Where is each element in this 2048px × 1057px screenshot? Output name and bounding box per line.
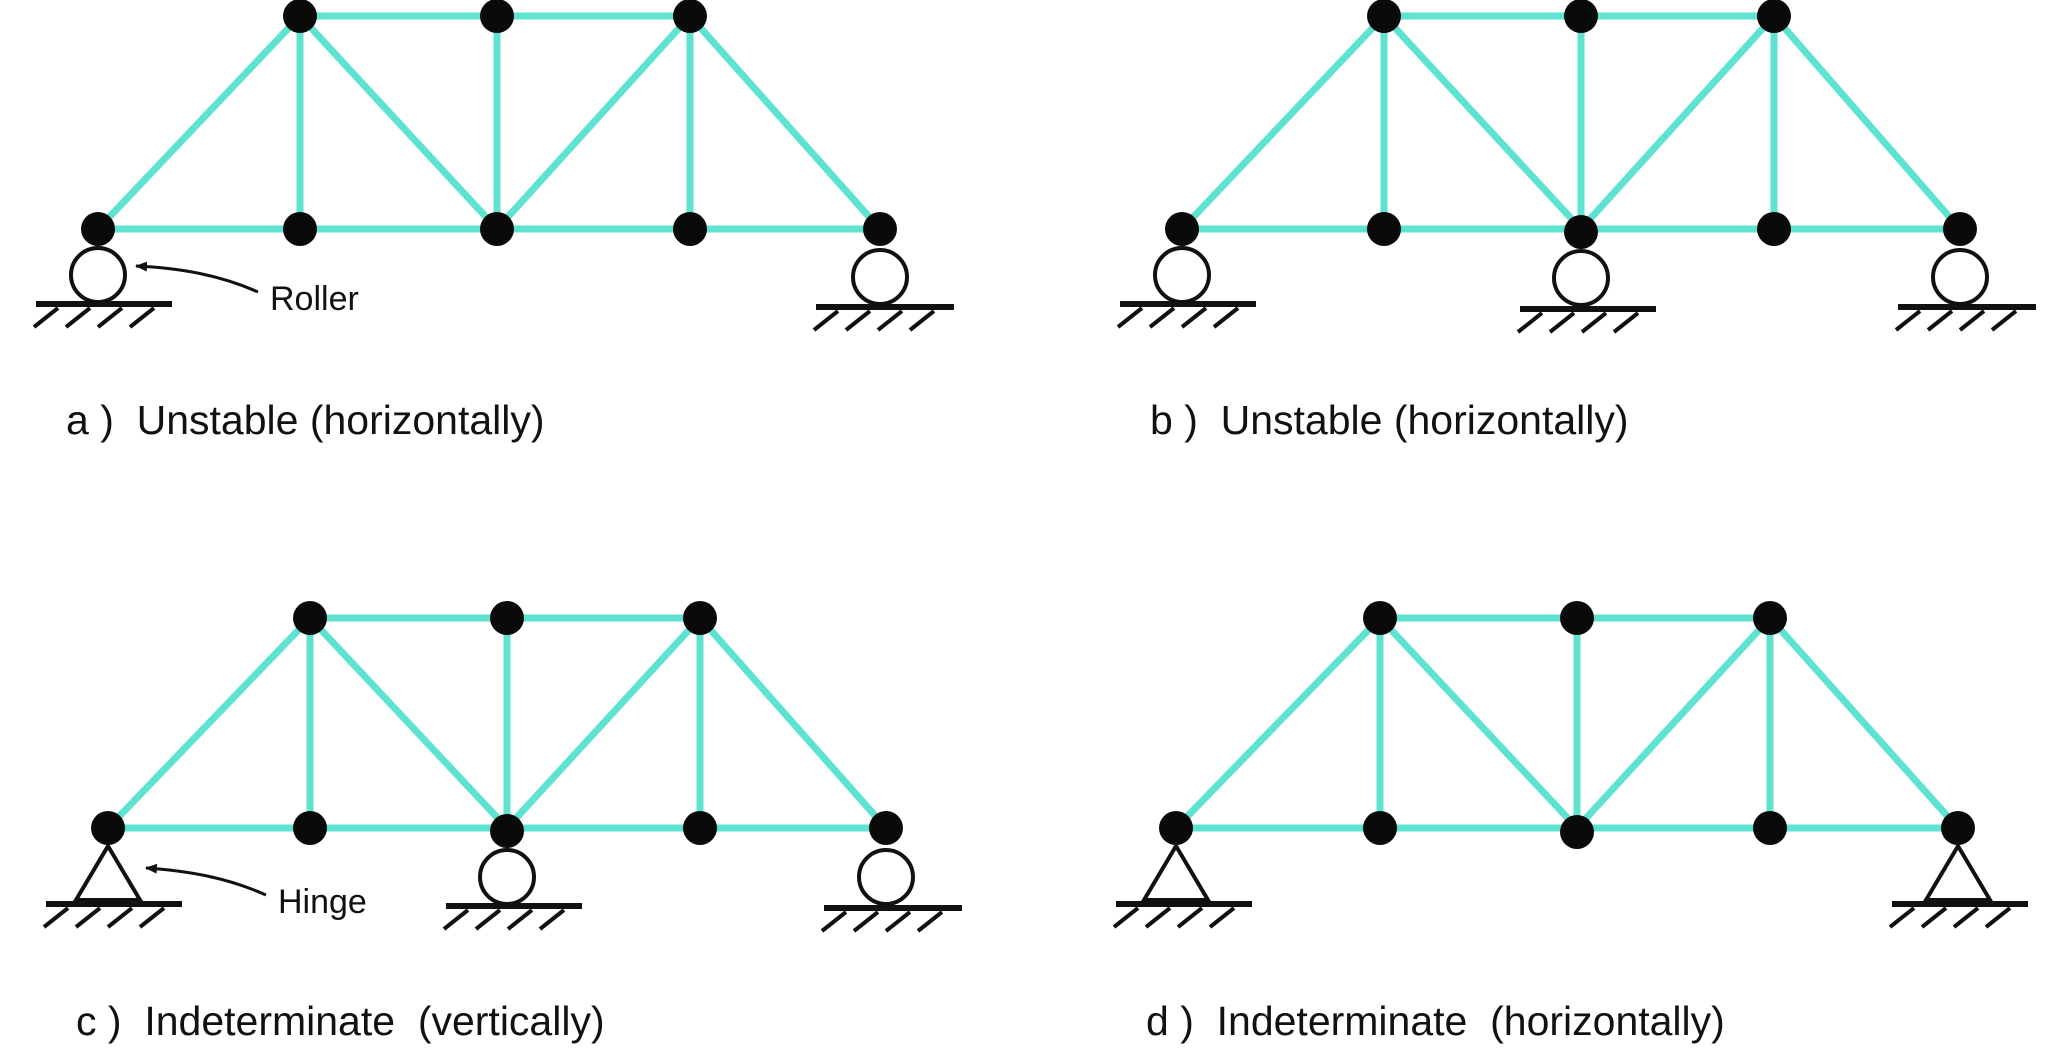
joint bbox=[1165, 212, 1199, 246]
pointer-arrow bbox=[145, 863, 267, 897]
joint bbox=[683, 601, 717, 635]
hinge-support-left bbox=[42, 842, 182, 929]
end-diagonal-left bbox=[94, 12, 304, 233]
panel-caption: d ) Indeterminate (horizontally) bbox=[1146, 998, 1725, 1044]
joint bbox=[283, 0, 317, 33]
roller-pointer: Roller bbox=[135, 261, 359, 318]
end-diagonal-right bbox=[696, 614, 890, 832]
diagonal-member bbox=[1376, 614, 1581, 832]
roller-support-middle bbox=[442, 848, 582, 931]
joint bbox=[1159, 811, 1193, 845]
diagonal-member bbox=[1577, 12, 1778, 233]
truss-members bbox=[94, 12, 884, 233]
joint bbox=[293, 811, 327, 845]
diagonal-member bbox=[1380, 12, 1585, 233]
joint bbox=[91, 811, 125, 845]
hinge-support-right bbox=[1888, 842, 2028, 929]
end-diagonal-right bbox=[1770, 12, 1964, 233]
hinge-label: Hinge bbox=[278, 883, 367, 921]
joint bbox=[1564, 215, 1598, 249]
joint bbox=[869, 811, 903, 845]
panel-caption: a ) Unstable (horizontally) bbox=[66, 397, 545, 443]
hinge-pointer: Hinge bbox=[145, 863, 367, 921]
joint bbox=[1943, 212, 1977, 246]
joint bbox=[863, 212, 897, 246]
roller-support-right bbox=[812, 248, 954, 332]
panel-caption: c ) Indeterminate (vertically) bbox=[76, 998, 605, 1044]
joint bbox=[673, 212, 707, 246]
joint bbox=[1367, 212, 1401, 246]
joint bbox=[1753, 601, 1787, 635]
joint bbox=[1560, 815, 1594, 849]
panel-c: Hinge c ) Indeterminate (vertically) bbox=[42, 601, 962, 1044]
joint bbox=[283, 212, 317, 246]
end-diagonal-left bbox=[104, 614, 314, 832]
diagonal-member bbox=[296, 12, 501, 233]
joint bbox=[673, 0, 707, 33]
roller-support-left bbox=[32, 246, 172, 329]
joint bbox=[81, 212, 115, 246]
panel-d: d ) Indeterminate (horizontally) bbox=[1112, 601, 2028, 1044]
joint bbox=[1564, 0, 1598, 33]
joint bbox=[1560, 601, 1594, 635]
joint bbox=[1367, 0, 1401, 33]
panel-caption: b ) Unstable (horizontally) bbox=[1150, 397, 1629, 443]
diagonal-member bbox=[306, 614, 511, 832]
joint bbox=[1757, 212, 1791, 246]
roller-support-left bbox=[1116, 246, 1256, 329]
joint bbox=[490, 814, 524, 848]
joint bbox=[293, 601, 327, 635]
roller-support-right bbox=[820, 848, 962, 933]
end-diagonal-left bbox=[1178, 12, 1388, 233]
end-diagonal-right bbox=[1766, 614, 1962, 832]
diagonal-member bbox=[1573, 614, 1774, 832]
joint bbox=[490, 601, 524, 635]
end-diagonal-left bbox=[1172, 614, 1384, 832]
roller-support-right bbox=[1894, 248, 2036, 332]
joints bbox=[81, 0, 897, 246]
diagonal-member bbox=[493, 12, 694, 233]
roller-support-middle bbox=[1516, 249, 1656, 334]
joints bbox=[91, 601, 903, 848]
joint bbox=[1363, 811, 1397, 845]
joint bbox=[480, 0, 514, 33]
pointer-arrow bbox=[135, 261, 259, 294]
panel-a: Roller a ) Unstable (horizontally) bbox=[32, 0, 954, 443]
truss-members bbox=[1178, 12, 1964, 233]
joint bbox=[480, 212, 514, 246]
joint bbox=[1363, 601, 1397, 635]
joint bbox=[683, 811, 717, 845]
roller-label: Roller bbox=[270, 280, 359, 318]
end-diagonal-right bbox=[686, 12, 884, 233]
joint bbox=[1753, 811, 1787, 845]
truss-members bbox=[1172, 614, 1962, 832]
diagonal-member bbox=[503, 614, 704, 832]
hinge-support-left bbox=[1112, 842, 1252, 929]
panel-b: b ) Unstable (horizontally) bbox=[1116, 0, 2036, 443]
joints bbox=[1165, 0, 1977, 249]
joint bbox=[1757, 0, 1791, 33]
joint bbox=[1941, 811, 1975, 845]
joints bbox=[1159, 601, 1975, 849]
truss-members bbox=[104, 614, 890, 832]
